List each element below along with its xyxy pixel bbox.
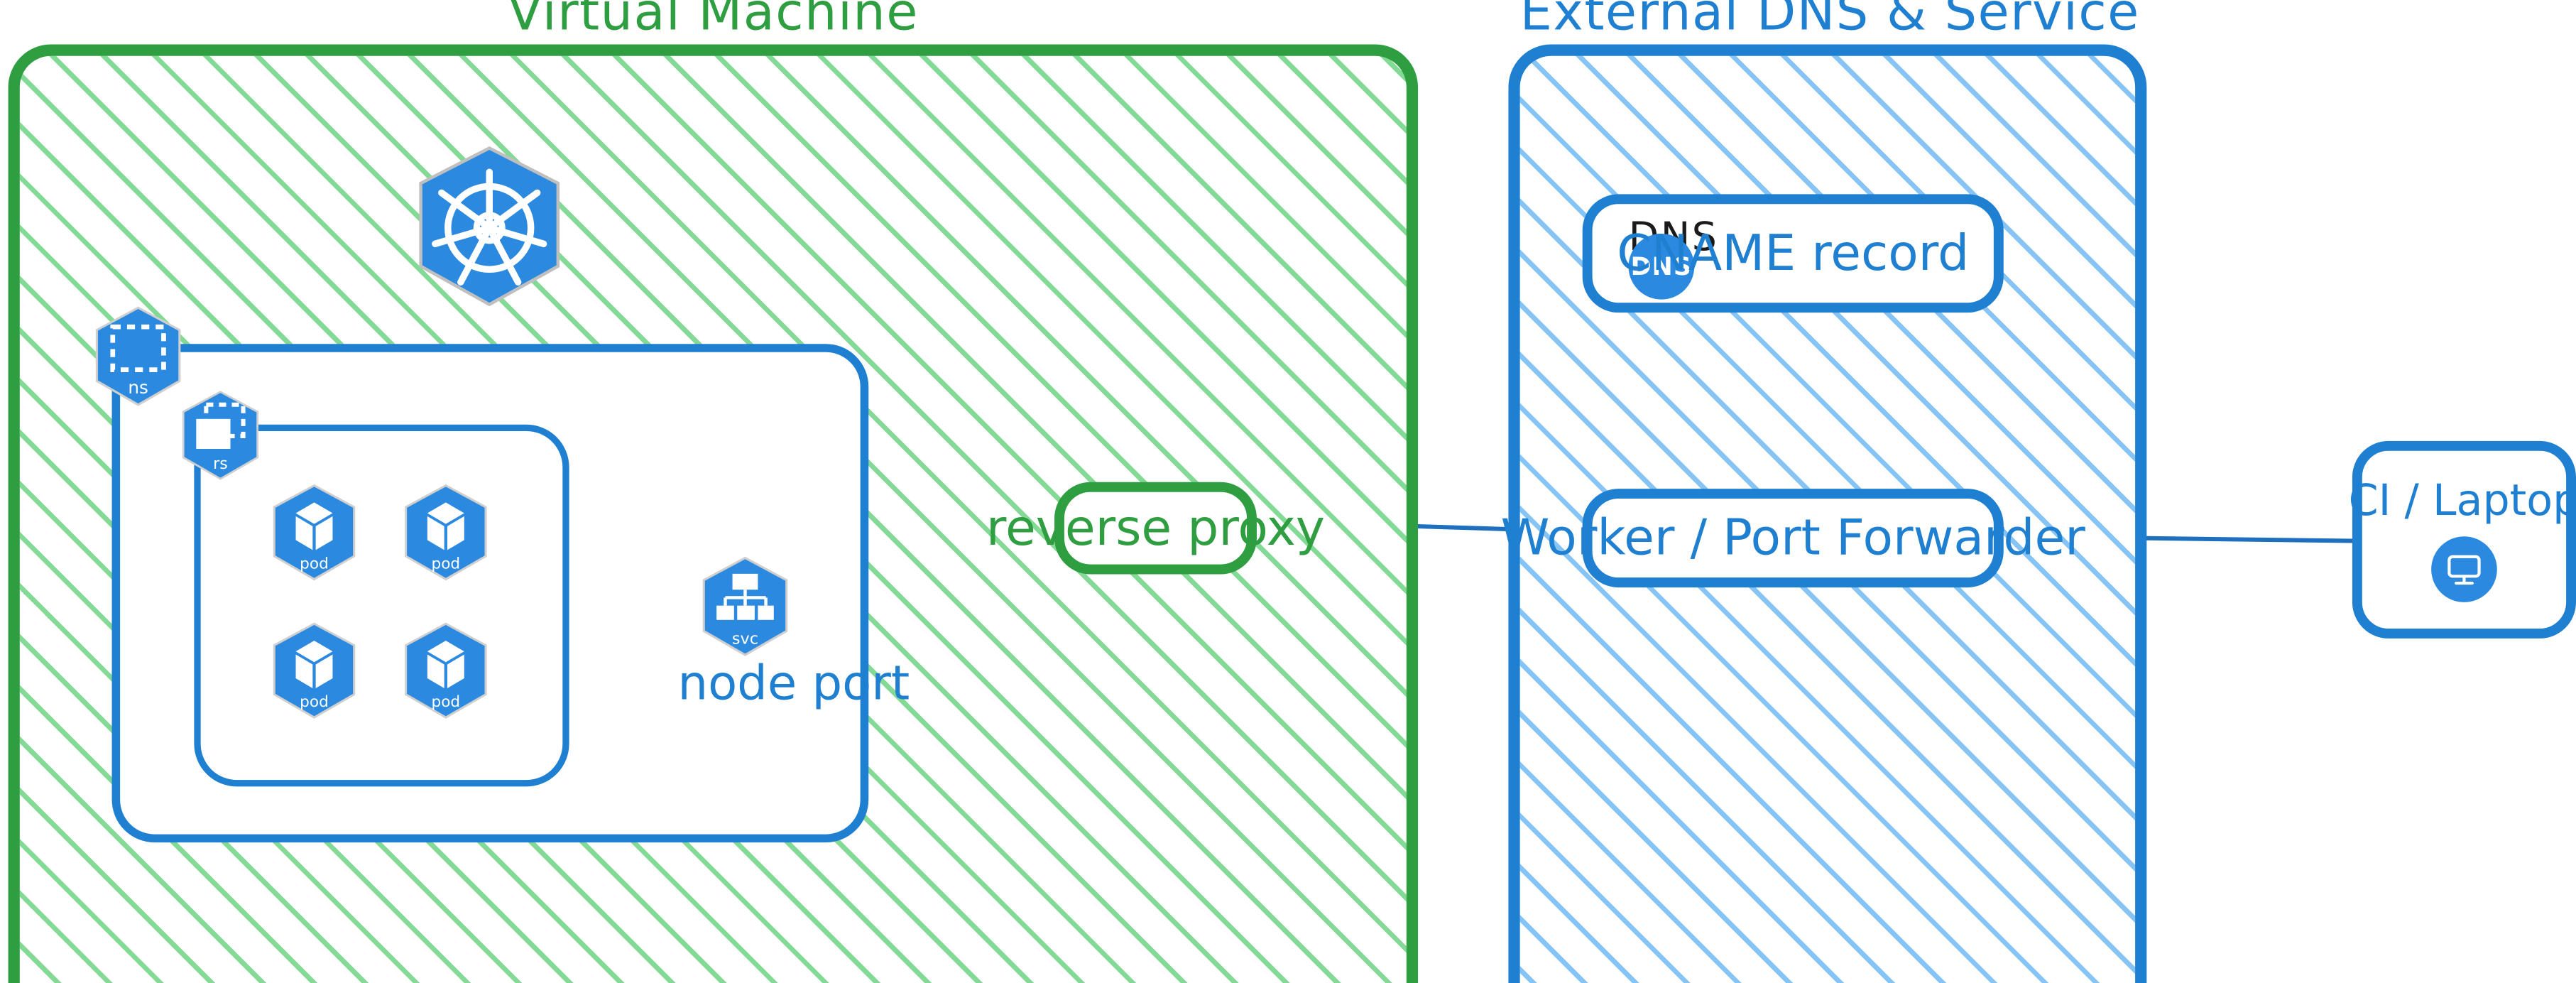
pod-1-label: pod <box>300 555 329 572</box>
service-badge-label: svc <box>732 629 758 648</box>
cname-record-label: CNAME record <box>1617 224 1970 283</box>
pod-2: pod <box>400 484 492 582</box>
service-node: svc <box>697 556 792 658</box>
kubernetes-logo-icon <box>410 145 569 311</box>
pod-3-label: pod <box>300 693 329 711</box>
replicaset-boundary-box <box>194 424 569 787</box>
pod-2-label: pod <box>432 555 461 572</box>
pod-1: pod <box>268 484 361 582</box>
ci-laptop-label: CI / Laptop <box>2348 477 2576 527</box>
namespace-badge-label: ns <box>128 377 148 398</box>
dns-icon: DNS <box>1628 233 1695 300</box>
group-title-virtual-machine: Virtual Machine <box>507 0 919 43</box>
worker-port-forwarder-label: Worker / Port Forwarder <box>1500 509 2085 567</box>
worker-port-forwarder-node[interactable]: Worker / Port Forwarder <box>1501 489 2085 588</box>
reverse-proxy-node[interactable]: reverse proxy <box>986 482 1325 575</box>
group-title-external-dns-service: External DNS & Service <box>1519 0 2140 43</box>
node-port-caption: node port <box>677 655 910 711</box>
replicaset-badge: rs <box>178 390 263 482</box>
reverse-proxy-label: reverse proxy <box>986 499 1326 558</box>
ci-laptop-content: CI / Laptop <box>2349 477 2576 602</box>
monitor-icon <box>2431 536 2497 602</box>
ci-laptop-node[interactable]: CI / Laptop <box>2349 440 2576 639</box>
pod-3: pod <box>268 622 361 721</box>
namespace-badge: ns <box>90 306 185 408</box>
dns-card[interactable]: DNS DNS CNAME record <box>1582 194 2004 313</box>
pod-4: pod <box>400 622 492 721</box>
replicaset-badge-label: rs <box>213 455 228 473</box>
pod-4-label: pod <box>432 693 461 711</box>
